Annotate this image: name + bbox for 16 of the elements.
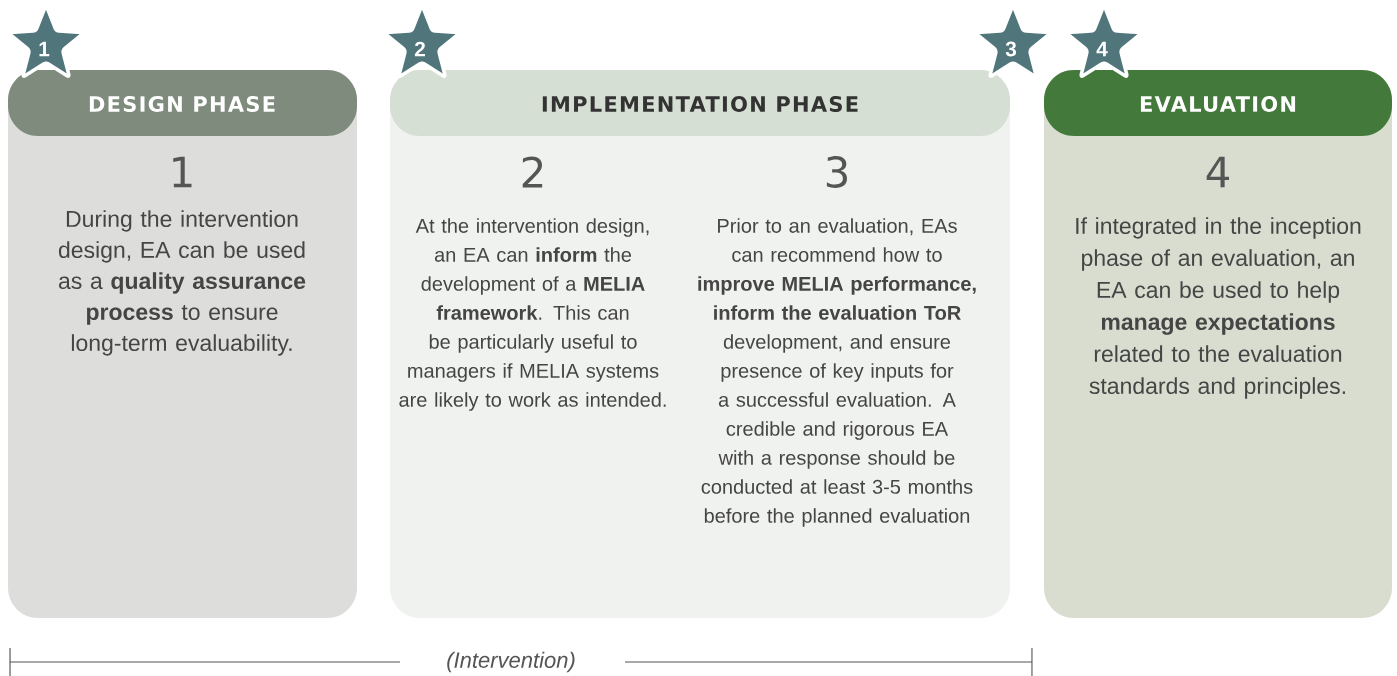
phase-header: EVALUATION — [1044, 70, 1392, 136]
description-text: Prior to an evaluation, EAs can recommend how to improve MELIA performance, inform the evaluation ToR development, and ensure presence of key inputs for a successful evaluation. A credible and rigorous EA with a response should be conducted at least 3-5 months before the planned evaluation — [698, 218, 976, 527]
star-badge: 2 — [383, 4, 461, 78]
description-text: At the intervention design, an EA can inform the development of a MELIA framework. This can be particularly useful to managers if MELIA systems are likely to work as intended. — [399, 218, 666, 411]
phase-header: IMPLEMENTATION PHASE — [390, 70, 1010, 136]
step-number: 4 — [1206, 156, 1229, 188]
description-text: During the intervention design, EA can be used as a quality assurance process to ensure long-term evaluability. — [58, 210, 306, 356]
phase-header: DESIGN PHASE — [8, 70, 357, 136]
step-number: 1 — [173, 156, 192, 188]
star-badge: 3 — [974, 4, 1052, 78]
star-badge: 1 — [7, 4, 85, 78]
step-number: 2 — [522, 156, 543, 188]
dimension-label: (Intervention) — [447, 651, 575, 673]
description-text: If integrated in the inception phase of an evaluation, an EA can be used to help manage expectations related to the evaluation standards and principles. — [1076, 217, 1361, 399]
star-badge: 4 — [1065, 4, 1143, 78]
step-number: 3 — [826, 156, 847, 188]
